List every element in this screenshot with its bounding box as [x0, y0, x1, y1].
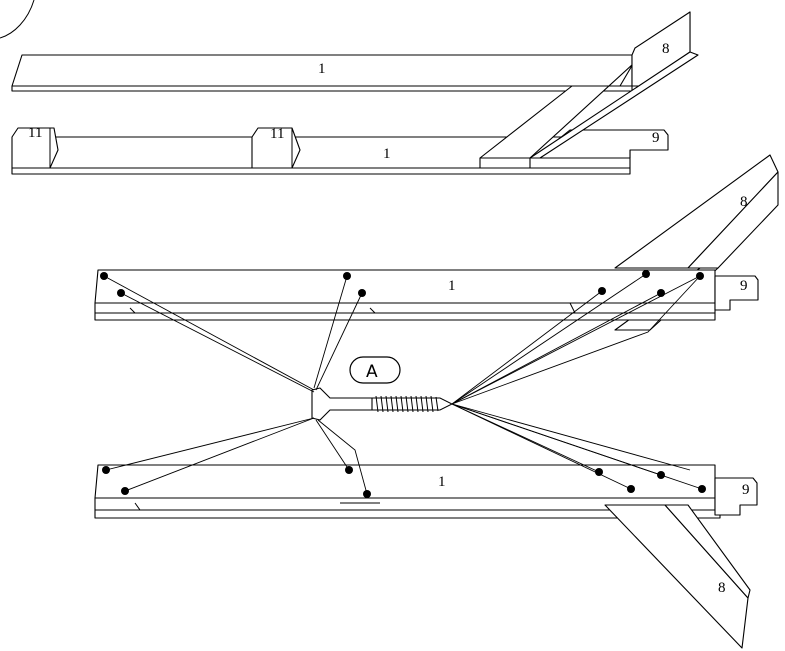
- label-bottom-part-9-upper: 9: [740, 278, 748, 294]
- label-top-rail-upper: 1: [318, 61, 326, 77]
- step-circle-fragment: [0, 0, 35, 39]
- top-assembly: 1 1 9 8 11 11: [11, 11, 699, 175]
- screw-thread: [375, 395, 439, 413]
- label-top-leg-8: 8: [662, 41, 670, 57]
- label-top-block-11-left: 11: [28, 125, 42, 141]
- label-bottom-leg-8-lower: 8: [718, 580, 726, 596]
- label-bottom-rail-lower: 1: [438, 474, 446, 490]
- bottom-rail-upper: [94, 269, 716, 321]
- bottom-leg-8-lower: [604, 504, 751, 649]
- label-top-rail-lower: 1: [383, 146, 391, 162]
- label-top-block-11-middle: 11: [270, 126, 284, 142]
- leader-lines-left: [103, 275, 368, 495]
- label-bottom-leg-8-upper: 8: [740, 194, 748, 210]
- label-top-part-9: 9: [652, 130, 660, 146]
- bottom-rail-lower: [94, 464, 721, 519]
- label-bottom-part-9-lower: 9: [742, 482, 750, 498]
- top-leg-8: [479, 11, 699, 169]
- bottom-part-9-upper: [714, 275, 759, 311]
- bottom-assembly: 8 1 9 1 9: [94, 154, 779, 649]
- label-bottom-rail-upper: 1: [448, 278, 456, 294]
- top-block-11-left: [11, 127, 59, 169]
- top-rail-upper: [11, 54, 633, 92]
- screw-a: [311, 387, 454, 421]
- callout-a-label: A: [366, 362, 378, 382]
- top-rail-lower: [11, 136, 631, 175]
- screw-hole-dots: [100, 270, 706, 498]
- bottom-part-9-lower: [714, 477, 758, 516]
- callout-a: A: [349, 356, 401, 384]
- top-block-11-middle: [251, 127, 301, 169]
